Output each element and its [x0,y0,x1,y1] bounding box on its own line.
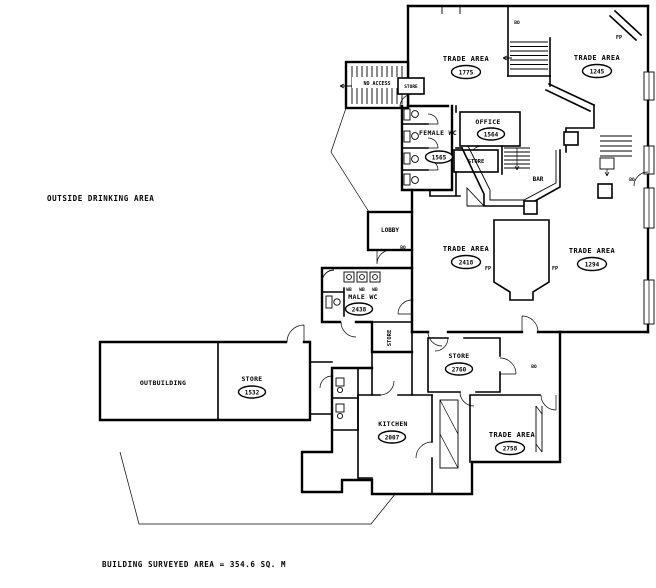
label-trade-area-3: TRADE AREA 2418 [443,245,490,270]
trade-area-3-label: TRADE AREA [443,245,490,253]
wash-basin-marker-1: WB [346,287,352,293]
label-kitchen: KITCHEN 2007 [377,420,408,444]
trade-area-5-label: TRADE AREA [489,431,536,439]
bar-counter [455,131,579,215]
wash-basin-marker-2: WB [359,287,365,293]
label-female-wc: FEMALE WC 1565 [419,129,457,164]
trade-area-4-label: TRADE AREA [569,247,616,255]
kitchen-room [357,351,459,495]
store-top-label: STORE [404,84,418,90]
stair-shaft [502,5,551,77]
lobby-room [330,107,414,265]
trade-area-3-ref: 2418 [459,260,474,267]
blocked-opening-marker-2: BO [400,245,406,251]
fireplace-marker-1: FP [616,35,622,41]
trade-area-5-room [469,394,557,463]
store-outbuilding-ref: 1532 [245,390,260,397]
label-trade-area-5: TRADE AREA 2758 [489,431,536,456]
wash-basin-marker-3: WB [372,287,378,293]
label-store-outbuilding: STORE 1532 [237,375,267,399]
entrance-top [441,6,461,14]
kitchen-label: KITCHEN [378,420,408,428]
store-side-label: STORE [387,330,393,347]
label-trade-area-1: TRADE AREA 1775 [443,55,490,80]
doors-main-bottom [427,315,539,347]
office-label: OFFICE [475,118,500,126]
ancillary-rooms-west [331,367,359,431]
room-labels: TRADE AREA 1775 TRADE AREA 1245 TRADE AR… [140,54,621,456]
male-wc-block [320,266,414,354]
label-trade-area-2: TRADE AREA 1245 [574,54,621,79]
walls-main-building [406,4,650,334]
walls-bottom-wing [300,330,562,496]
bar-label: BAR [533,176,544,183]
wc-fixtures [403,108,419,186]
store-office-label: STORE [468,159,485,165]
fireplace-marker-3: FP [552,266,558,272]
female-wc-block [400,104,454,192]
bay-windows [643,71,655,325]
central-chimney [493,219,550,301]
store-mid-ref: 2760 [452,367,467,374]
store-mid-room [427,337,517,407]
trade-area-1-label: TRADE AREA [443,55,490,63]
fireplace-marker-2: FP [485,266,491,272]
male-wc-ref: 2438 [352,307,367,314]
no-access-label: NO ACCESS [363,81,390,87]
male-wc-toilet [325,295,341,309]
trade-area-4-ref: 1294 [585,262,600,269]
external-staircase: NO ACCESS [339,60,410,110]
label-store-mid: STORE 2760 [444,352,474,376]
label-male-wc: MALE WC 2438 [344,293,378,316]
office-ref: 1564 [484,132,499,139]
store-top-room: STORE [397,77,425,108]
entrance-steps-east [599,135,649,187]
kitchen-ref: 2007 [385,435,400,442]
label-office: OFFICE 1564 [475,118,506,141]
blocked-opening-marker-1: BO [514,20,520,26]
male-wc-label: MALE WC [348,293,378,301]
outbuilding-label: OUTBUILDING [140,379,186,387]
female-wc-ref: 1565 [432,155,447,162]
office-block [453,105,530,175]
wash-basin-fixtures [321,269,381,283]
lobby-label: LOBBY [381,227,399,234]
trade-area-2-label: TRADE AREA [574,54,621,62]
trade-area-1-ref: 1775 [459,70,474,77]
blocked-opening-marker-3: BO [629,177,635,183]
ancillary-fixtures [335,377,345,420]
outbuilding-block [98,324,333,422]
building-surveyed-area-label: BUILDING SURVEYED AREA = 354.6 SQ. M [102,560,286,569]
survey-markers: FP FP FP BO BO BO BO WB WB WB [346,20,635,370]
store-mid-label: STORE [448,352,469,360]
blocked-opening-marker-4: BO [531,364,537,370]
trade-area-2-ref: 1245 [590,69,605,76]
store-outbuilding-label: STORE [241,375,262,383]
female-wc-label: FEMALE WC [419,129,457,137]
label-trade-area-4: TRADE AREA 1294 [569,247,616,272]
site-boundary-line [119,451,397,525]
trade-area-5-ref: 2758 [503,446,518,453]
outside-drinking-area-label: OUTSIDE DRINKING AREA [47,194,154,203]
corridor-walls [401,171,461,197]
fireplace-top-right [608,9,643,42]
